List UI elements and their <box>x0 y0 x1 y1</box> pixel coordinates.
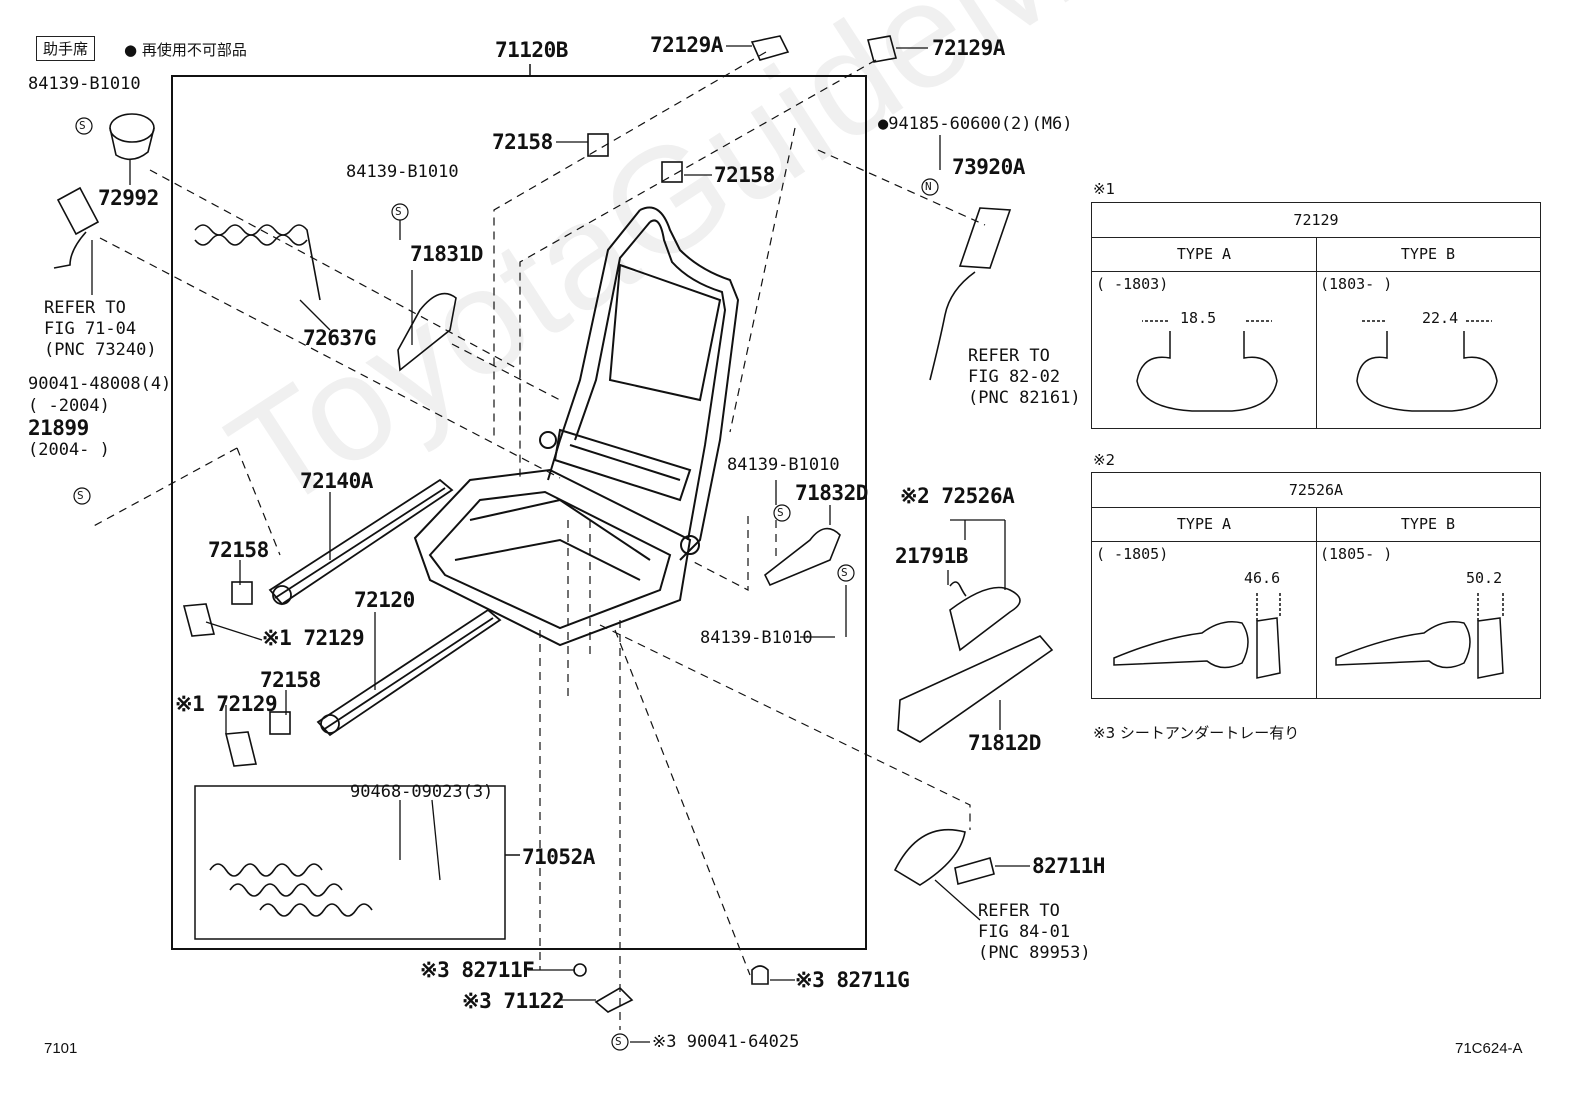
table2-col-b: TYPE B <box>1316 507 1540 542</box>
label-90041-48008[interactable]: 90041-48008(4) <box>28 374 172 394</box>
label-72129A-left[interactable]: 72129A <box>650 33 723 57</box>
label-82711H[interactable]: 82711H <box>1032 854 1105 878</box>
refer-airbag-1: REFER TO <box>968 346 1050 366</box>
label-71120B[interactable]: 71120B <box>495 38 568 62</box>
label-84139-mid[interactable]: 84139-B1010 <box>346 162 459 182</box>
label-94185[interactable]: ●94185-60600(2)(M6) <box>878 114 1073 134</box>
table2-range-b: (1805- ) <box>1320 545 1393 563</box>
refer-harness-2: FIG 84-01 <box>978 922 1071 942</box>
symbol-s: S <box>841 566 848 579</box>
table-72129: 72129 TYPE A TYPE B ( -1803) (1803- ) 18… <box>1091 202 1541 429</box>
seat-cushion-frame <box>413 468 692 647</box>
symbol-s: S <box>79 119 86 132</box>
spring-kit-box <box>194 785 506 940</box>
table2-dim-a: 46.6 <box>1244 569 1281 587</box>
label-71052A[interactable]: 71052A <box>522 845 595 869</box>
label-71812D[interactable]: 71812D <box>968 731 1041 755</box>
label-84139-right-upper[interactable]: 84139-B1010 <box>727 455 840 475</box>
refer-harness-1: REFER TO <box>978 901 1060 921</box>
symbol-s: S <box>395 205 402 218</box>
passenger-seat-box: 助手席 <box>36 36 96 61</box>
table2-col-a: TYPE A <box>1092 507 1316 542</box>
label-82711G[interactable]: ※3 82711G <box>795 968 910 992</box>
label-72120[interactable]: 72120 <box>354 588 415 612</box>
non-reusable-dot-icon: ● <box>124 41 138 59</box>
seat-back-frame <box>539 206 740 561</box>
label-73920A[interactable]: 73920A <box>952 155 1025 179</box>
range-21899: (2004- ) <box>28 440 110 460</box>
adjuster-rails <box>268 478 502 737</box>
label-71832D[interactable]: 71832D <box>795 481 868 505</box>
refer-belt-1: REFER TO <box>44 298 126 318</box>
footer-right: 71C624-A <box>1455 1040 1523 1057</box>
label-72140A[interactable]: 72140A <box>300 469 373 493</box>
small-parts <box>53 35 1054 1013</box>
range-90041: ( -2004) <box>28 396 110 416</box>
table1-dim-a: 18.5 <box>1180 309 1217 327</box>
label-71122[interactable]: ※3 71122 <box>462 989 565 1013</box>
guide-lines <box>89 51 986 1030</box>
table1-dim-b: 22.4 <box>1422 309 1459 327</box>
label-72158-left-upper[interactable]: 72158 <box>208 538 269 562</box>
note-3: ※3 シートアンダートレー有り <box>1093 724 1300 742</box>
label-71831D[interactable]: 71831D <box>410 242 483 266</box>
label-84139-right-lower[interactable]: 84139-B1010 <box>700 628 813 648</box>
legend-text: 再使用不可部品 <box>141 41 247 59</box>
table1-mark: ※1 <box>1093 180 1116 198</box>
label-82711F[interactable]: ※3 82711F <box>420 958 535 982</box>
leader-lines <box>91 45 1030 1043</box>
table2-mark: ※2 <box>1093 451 1116 469</box>
label-72158-top1[interactable]: 72158 <box>492 130 553 154</box>
refer-airbag-3: (PNC 82161) <box>968 388 1081 408</box>
table1-range-a: ( -1803) <box>1096 275 1169 293</box>
label-72129-left-upper[interactable]: ※1 72129 <box>262 626 365 650</box>
label-90041-64025[interactable]: ※3 90041-64025 <box>652 1032 800 1052</box>
table1-col-a: TYPE A <box>1092 237 1316 272</box>
table1-clip-drawings <box>1136 320 1498 412</box>
legend: ● 再使用不可部品 <box>124 39 247 60</box>
label-72158-left-lower[interactable]: 72158 <box>260 668 321 692</box>
symbol-circles <box>73 117 939 1051</box>
assembly-frame <box>171 75 867 950</box>
label-72526A[interactable]: ※2 72526A <box>900 484 1015 508</box>
label-21791B[interactable]: 21791B <box>895 544 968 568</box>
label-90468[interactable]: 90468-09023(3) <box>350 782 494 802</box>
table-72526A: 72526A TYPE A TYPE B ( -1805) (1805- ) 4… <box>1091 472 1541 699</box>
label-84139-top-left[interactable]: 84139-B1010 <box>28 74 141 94</box>
label-72158-top2[interactable]: 72158 <box>714 163 775 187</box>
symbol-n: N <box>925 180 932 193</box>
label-72637G[interactable]: 72637G <box>303 326 376 350</box>
symbol-s: S <box>77 489 84 502</box>
label-72992[interactable]: 72992 <box>98 186 159 210</box>
refer-harness-3: (PNC 89953) <box>978 943 1091 963</box>
label-21899[interactable]: 21899 <box>28 416 89 440</box>
symbol-s: S <box>777 506 784 519</box>
symbol-s: S <box>615 1035 622 1048</box>
label-72129-left-lower[interactable]: ※1 72129 <box>175 692 278 716</box>
table2-range-a: ( -1805) <box>1096 545 1169 563</box>
refer-belt-2: FIG 71-04 <box>44 319 137 339</box>
refer-airbag-2: FIG 82-02 <box>968 367 1061 387</box>
table1-col-b: TYPE B <box>1316 237 1540 272</box>
table1-range-b: (1803- ) <box>1320 275 1393 293</box>
label-72129A-right[interactable]: 72129A <box>932 36 1005 60</box>
footer-left: 7101 <box>44 1040 78 1057</box>
table2-dim-b: 50.2 <box>1466 569 1503 587</box>
refer-belt-3: (PNC 73240) <box>44 340 157 360</box>
table2-lever-drawings <box>1113 593 1504 679</box>
